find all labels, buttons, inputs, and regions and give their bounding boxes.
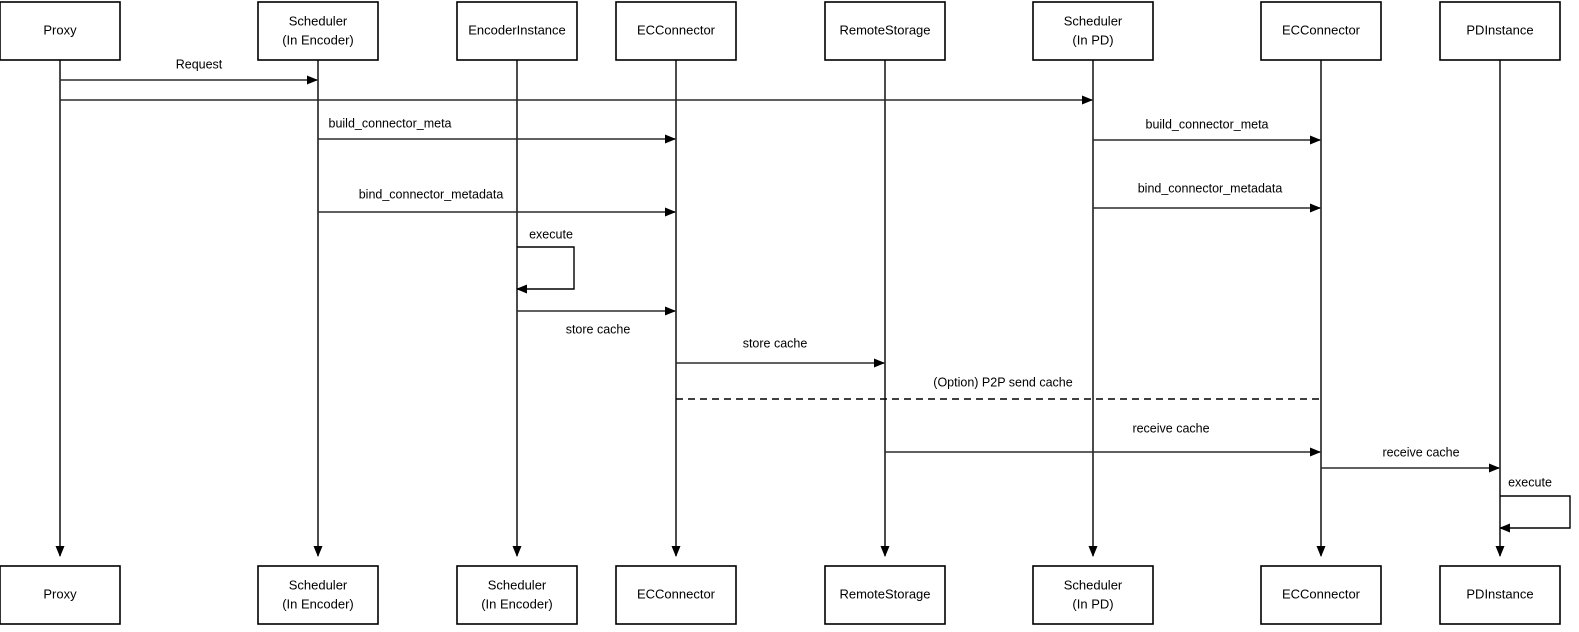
participant-box-bottom-ecconnector-b[interactable]: ECConnector xyxy=(1260,565,1382,625)
message-m9[interactable]: store cache xyxy=(676,336,885,368)
message-m8[interactable]: store cache xyxy=(517,306,676,336)
participant-box-top-ecconnector-a[interactable]: ECConnector xyxy=(615,1,737,61)
message-label: store cache xyxy=(743,336,808,350)
participant-label-line1: EncoderInstance xyxy=(468,22,566,37)
message-m1[interactable]: Request xyxy=(60,57,318,85)
participant-label-line2: (In Encoder) xyxy=(282,596,354,611)
participant-label-line1: ECConnector xyxy=(637,22,716,37)
participant-label-line1: Proxy xyxy=(43,586,77,601)
participant-label-line1: Scheduler xyxy=(1064,13,1123,28)
participant-box-bottom-scheduler-enc[interactable]: Scheduler (In Encoder) xyxy=(257,565,379,625)
participant-box-bottom-scheduler-pd[interactable]: Scheduler (In PD) xyxy=(1032,565,1154,625)
message-label: Request xyxy=(176,57,223,71)
box-outline xyxy=(1439,1,1561,61)
participant-box-top-ecconnector-b[interactable]: ECConnector xyxy=(1260,1,1382,61)
self-message-s1[interactable]: execute xyxy=(516,227,575,294)
participant-box-top-scheduler-pd[interactable]: Scheduler (In PD) xyxy=(1032,1,1154,61)
message-label: bind_connector_metadata xyxy=(359,187,504,201)
participant-label-line1: PDInstance xyxy=(1466,586,1533,601)
messages-layer: Request build_connector_meta build_connect… xyxy=(60,57,1571,533)
participant-label-line2: (In PD) xyxy=(1072,596,1113,611)
message-m5[interactable]: bind_connector_metadata xyxy=(318,187,676,217)
message-label: receive cache xyxy=(1382,445,1459,459)
participant-box-top-pd-instance[interactable]: PDInstance xyxy=(1439,1,1561,61)
message-m6[interactable]: bind_connector_metadata xyxy=(1093,181,1321,213)
box-outline xyxy=(1032,1,1154,61)
box-outline xyxy=(615,565,737,625)
participant-label-line2: (In PD) xyxy=(1072,32,1113,47)
box-outline xyxy=(824,1,946,61)
self-message-s2[interactable]: execute xyxy=(1499,475,1571,533)
self-message-label: execute xyxy=(529,227,573,241)
box-outline xyxy=(257,1,379,61)
message-label: build_connector_meta xyxy=(329,116,452,130)
message-label: (Option) P2P send cache xyxy=(933,375,1072,389)
message-m11[interactable]: receive cache xyxy=(885,421,1321,457)
self-message-label: execute xyxy=(1508,475,1552,489)
participant-box-top-remote-storage[interactable]: RemoteStorage xyxy=(824,1,946,61)
participant-label-line1: ECConnector xyxy=(1282,22,1361,37)
self-message-path xyxy=(1499,495,1571,533)
message-m10[interactable]: (Option) P2P send cache xyxy=(676,375,1320,400)
participant-box-top-scheduler-enc[interactable]: Scheduler (In Encoder) xyxy=(257,1,379,61)
message-label: build_connector_meta xyxy=(1146,117,1269,131)
message-m4[interactable]: build_connector_meta xyxy=(1093,117,1321,145)
message-m3[interactable]: build_connector_meta xyxy=(318,116,676,144)
participant-box-bottom-encoder-inst[interactable]: Scheduler (In Encoder) xyxy=(456,565,578,625)
message-label: receive cache xyxy=(1132,421,1209,435)
box-outline xyxy=(456,565,578,625)
box-outline xyxy=(1260,1,1382,61)
box-outline xyxy=(1032,565,1154,625)
box-outline xyxy=(824,565,946,625)
participant-boxes-top: Proxy Scheduler (In Encoder) EncoderInstanc… xyxy=(0,1,1561,61)
participant-label-line1: RemoteStorage xyxy=(839,586,930,601)
participant-label-line1: Scheduler xyxy=(289,13,348,28)
participant-label-line1: Scheduler xyxy=(488,577,547,592)
participant-box-bottom-remote-storage[interactable]: RemoteStorage xyxy=(824,565,946,625)
participant-label-line2: (In Encoder) xyxy=(481,596,553,611)
participant-label-line1: Scheduler xyxy=(289,577,348,592)
participant-box-bottom-pd-instance[interactable]: PDInstance xyxy=(1439,565,1561,625)
participant-label-line1: Scheduler xyxy=(1064,577,1123,592)
participant-label-line1: PDInstance xyxy=(1466,22,1533,37)
box-outline xyxy=(0,565,121,625)
participant-boxes-bottom: Proxy Scheduler (In Encoder) Scheduler (In E… xyxy=(0,565,1561,625)
box-outline xyxy=(257,565,379,625)
box-outline xyxy=(1439,565,1561,625)
box-outline xyxy=(456,1,578,61)
self-message-path xyxy=(516,246,575,294)
lifelines-layer xyxy=(55,60,1505,557)
box-outline xyxy=(0,1,121,61)
box-outline xyxy=(1260,565,1382,625)
message-label: store cache xyxy=(566,322,631,336)
participant-label-line1: ECConnector xyxy=(1282,586,1361,601)
participant-label-line1: Proxy xyxy=(43,22,77,37)
participant-label-line1: RemoteStorage xyxy=(839,22,930,37)
participant-box-bottom-ecconnector-a[interactable]: ECConnector xyxy=(615,565,737,625)
message-m12[interactable]: receive cache xyxy=(1321,445,1500,473)
participant-box-bottom-proxy[interactable]: Proxy xyxy=(0,565,121,625)
participant-label-line1: ECConnector xyxy=(637,586,716,601)
participant-box-top-encoder-inst[interactable]: EncoderInstance xyxy=(456,1,578,61)
box-outline xyxy=(615,1,737,61)
participant-box-top-proxy[interactable]: Proxy xyxy=(0,1,121,61)
participant-label-line2: (In Encoder) xyxy=(282,32,354,47)
message-label: bind_connector_metadata xyxy=(1138,181,1283,195)
